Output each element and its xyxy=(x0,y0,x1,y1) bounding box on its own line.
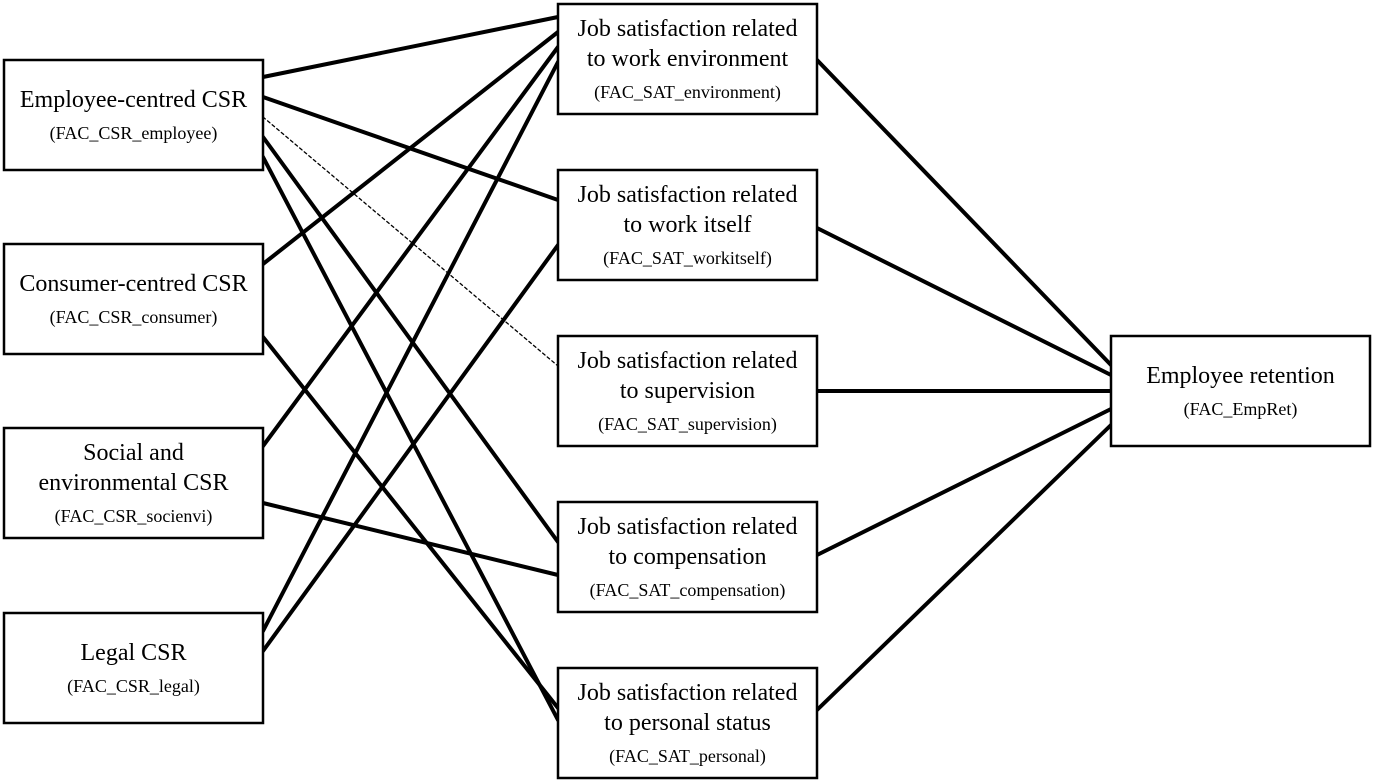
node-variable-code: (FAC_SAT_compensation) xyxy=(590,580,786,601)
edge-cmp-to-ret xyxy=(815,407,1113,557)
node-con: Consumer-centred CSR (FAC_CSR_consumer) xyxy=(2,242,265,356)
node-label: Employee-centred CSR xyxy=(20,87,247,113)
node-box xyxy=(556,2,819,116)
node-label: Employee retention xyxy=(1146,363,1335,389)
node-label: Job satisfaction related xyxy=(578,680,798,706)
node-soc: Social and environmental CSR (FAC_CSR_soci… xyxy=(2,426,265,540)
edge-per-to-ret xyxy=(815,423,1113,712)
node-label: to compensation xyxy=(609,544,767,570)
node-box xyxy=(2,242,265,356)
edges-layer xyxy=(261,15,1113,722)
node-label: Job satisfaction related xyxy=(578,182,798,208)
edge-leg-to-env xyxy=(261,60,560,633)
node-box xyxy=(556,168,819,282)
node-variable-code: (FAC_SAT_supervision) xyxy=(598,414,777,435)
edge-soc-to-env xyxy=(261,45,560,448)
node-box xyxy=(556,334,819,448)
node-sup: Job satisfaction related to supervision (F… xyxy=(556,334,819,448)
node-ret: Employee retention (FAC_EmpRet) xyxy=(1109,334,1372,448)
edge-emp-to-sup xyxy=(262,116,559,367)
node-label: Job satisfaction related xyxy=(578,348,798,374)
node-wrk: Job satisfaction related to work itself (F… xyxy=(556,168,819,282)
node-variable-code: (FAC_CSR_consumer) xyxy=(50,307,218,328)
node-per: Job satisfaction related to personal stat… xyxy=(556,666,819,780)
node-leg: Legal CSR (FAC_CSR_legal) xyxy=(2,611,265,725)
node-label: environmental CSR xyxy=(39,470,229,496)
node-label: Job satisfaction related xyxy=(578,16,798,42)
node-label: to supervision xyxy=(620,378,755,404)
node-box xyxy=(2,611,265,725)
edge-emp-to-env xyxy=(261,15,560,79)
node-box xyxy=(2,58,265,172)
edge-leg-to-wrk xyxy=(261,243,560,653)
edge-con-to-env xyxy=(261,30,560,266)
edge-soc-to-cmp xyxy=(261,501,560,577)
node-label: Social and xyxy=(83,440,184,466)
node-label: Job satisfaction related xyxy=(578,514,798,540)
node-label: Consumer-centred CSR xyxy=(19,271,247,297)
node-variable-code: (FAC_EmpRet) xyxy=(1184,399,1298,420)
node-variable-code: (FAC_SAT_workitself) xyxy=(603,248,772,269)
node-label: Legal CSR xyxy=(81,640,187,666)
edge-emp-to-cmp xyxy=(261,135,560,544)
edge-wrk-to-ret xyxy=(815,226,1113,377)
node-label: to work environment xyxy=(587,46,789,72)
node-box xyxy=(556,666,819,780)
node-variable-code: (FAC_SAT_environment) xyxy=(594,82,781,103)
node-variable-code: (FAC_CSR_legal) xyxy=(67,676,200,697)
node-box xyxy=(2,426,265,540)
edge-emp-to-per xyxy=(261,155,560,722)
node-emp: Employee-centred CSR (FAC_CSR_employee) xyxy=(2,58,265,172)
node-env: Job satisfaction related to work environm… xyxy=(556,2,819,116)
node-label: to personal status xyxy=(604,710,771,736)
edge-con-to-per xyxy=(261,335,560,710)
edge-env-to-ret xyxy=(815,58,1113,367)
node-label: to work itself xyxy=(624,212,752,238)
node-box xyxy=(556,500,819,614)
node-variable-code: (FAC_SAT_personal) xyxy=(609,746,766,767)
node-variable-code: (FAC_CSR_employee) xyxy=(50,123,218,144)
node-cmp: Job satisfaction related to compensation (… xyxy=(556,500,819,614)
node-variable-code: (FAC_CSR_socienvi) xyxy=(55,506,213,527)
node-box xyxy=(1109,334,1372,448)
